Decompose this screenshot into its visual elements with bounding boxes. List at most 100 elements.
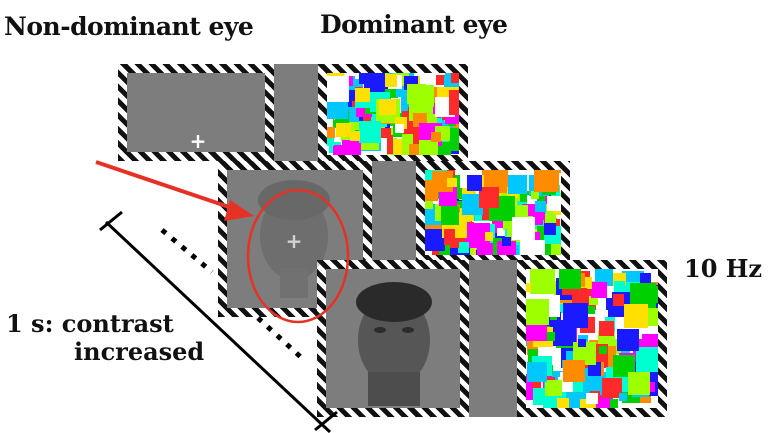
mondrian-patch [558, 269, 581, 289]
mondrian-patch [530, 191, 540, 200]
mondrian-patch [496, 240, 517, 255]
caption-line2: increased [74, 337, 205, 366]
caption-line1: 1 s: contrast [6, 309, 174, 338]
mondrian-patch [533, 170, 560, 192]
mondrian-patch [344, 90, 356, 102]
pointer-arrowhead [224, 200, 254, 221]
mondrian-patch [546, 332, 555, 341]
time-axis-line [104, 220, 332, 433]
mondrian-patch [616, 328, 640, 352]
mondrian-patch [440, 206, 459, 225]
frame3-dominant-mondrian [517, 260, 667, 417]
non-dominant-eye-label: Non-dominant eye [4, 12, 254, 41]
mondrian-patch [395, 124, 404, 133]
mondrian-patch [447, 178, 457, 188]
mondrian-patch [531, 378, 542, 388]
mondrian-patch [534, 272, 548, 286]
mondrian-patch [563, 302, 589, 328]
mondrian-patch [586, 305, 595, 314]
mondrian-patch [449, 128, 459, 152]
mondrian-patch [544, 223, 556, 235]
mondrian-patch [431, 132, 442, 143]
mondrian-patch [630, 282, 656, 308]
mondrian-patch [443, 229, 455, 241]
frequency-label: 10 Hz [684, 254, 763, 283]
mondrian-patch [573, 342, 596, 366]
mondrian-patch [609, 399, 619, 408]
mondrian-patch [327, 134, 335, 146]
mondrian-patch [590, 281, 608, 299]
mondrian-patch [466, 175, 483, 191]
mondrian-patch [497, 228, 506, 237]
mondrian-patch [594, 269, 613, 287]
mondrian-patch [477, 243, 504, 255]
mondrian-patch [627, 372, 651, 395]
mondrian-patch [639, 272, 651, 284]
clear-face [356, 282, 432, 406]
mondrian-patch [450, 73, 459, 84]
mondrian-mask [425, 170, 561, 255]
mondrian-patch [435, 75, 446, 85]
mondrian-patch [350, 131, 360, 142]
highlight-circle [246, 188, 350, 324]
mondrian-patch [636, 347, 658, 373]
mondrian-patch [532, 388, 550, 405]
mondrian-patch [379, 98, 396, 115]
mondrian-patch [519, 240, 546, 255]
frame1-non-dominant-panel: + [118, 64, 274, 161]
mondrian-patch [332, 144, 349, 155]
mondrian-patch [563, 360, 586, 383]
mondrian-patch [384, 74, 398, 87]
mondrian-patch [355, 107, 365, 117]
mondrian-patch [595, 394, 613, 408]
mondrian-mask [327, 73, 459, 155]
mondrian-patch [358, 120, 381, 143]
mondrian-patch [508, 175, 528, 194]
frame2-dominant-mondrian [416, 161, 570, 264]
mondrian-patch [526, 299, 549, 326]
mondrian-mask [526, 269, 658, 408]
mondrian-patch [607, 377, 623, 393]
mondrian-patch [612, 354, 636, 378]
mondrian-patch [598, 346, 607, 355]
mondrian-patch [586, 392, 598, 405]
mondrian-patch [461, 193, 483, 215]
frame1-gap [274, 64, 318, 161]
frame2-gap [372, 161, 416, 264]
mondrian-patch [449, 118, 459, 137]
mondrian-patch [511, 216, 535, 240]
mondrian-patch [587, 362, 602, 376]
mondrian-patch [478, 187, 500, 209]
frame3-gap [469, 260, 517, 417]
mondrian-patch [438, 187, 458, 206]
mondrian-patch [624, 303, 648, 328]
mondrian-patch [457, 241, 470, 254]
mondrian-patch [327, 76, 350, 103]
mondrian-patch [448, 89, 459, 116]
mondrian-patch [501, 236, 511, 246]
mondrian-patch [599, 320, 615, 336]
mondrian-patch [425, 228, 446, 251]
mondrian-patch [363, 73, 385, 93]
mondrian-patch [544, 213, 557, 226]
pointer-arrow [95, 160, 239, 212]
mondrian-patch [605, 298, 617, 310]
mondrian-patch [526, 282, 532, 292]
mondrian-patch [381, 128, 391, 138]
mondrian-patch [450, 239, 460, 249]
mondrian-patch [619, 392, 628, 401]
dominant-eye-label: Dominant eye [320, 10, 508, 39]
mondrian-patch [612, 293, 625, 306]
mondrian-patch [577, 338, 586, 347]
mondrian-patch [547, 196, 561, 211]
mondrian-patch [355, 87, 370, 103]
time-axis-tick-start [99, 210, 123, 232]
mondrian-patch [556, 397, 570, 408]
mondrian-patch [336, 122, 351, 137]
mondrian-patch [419, 139, 438, 155]
time-axis-tick-end [314, 410, 338, 432]
frame1-dominant-mondrian [318, 64, 468, 164]
mondrian-patch [613, 281, 626, 293]
mondrian-patch [327, 127, 336, 138]
